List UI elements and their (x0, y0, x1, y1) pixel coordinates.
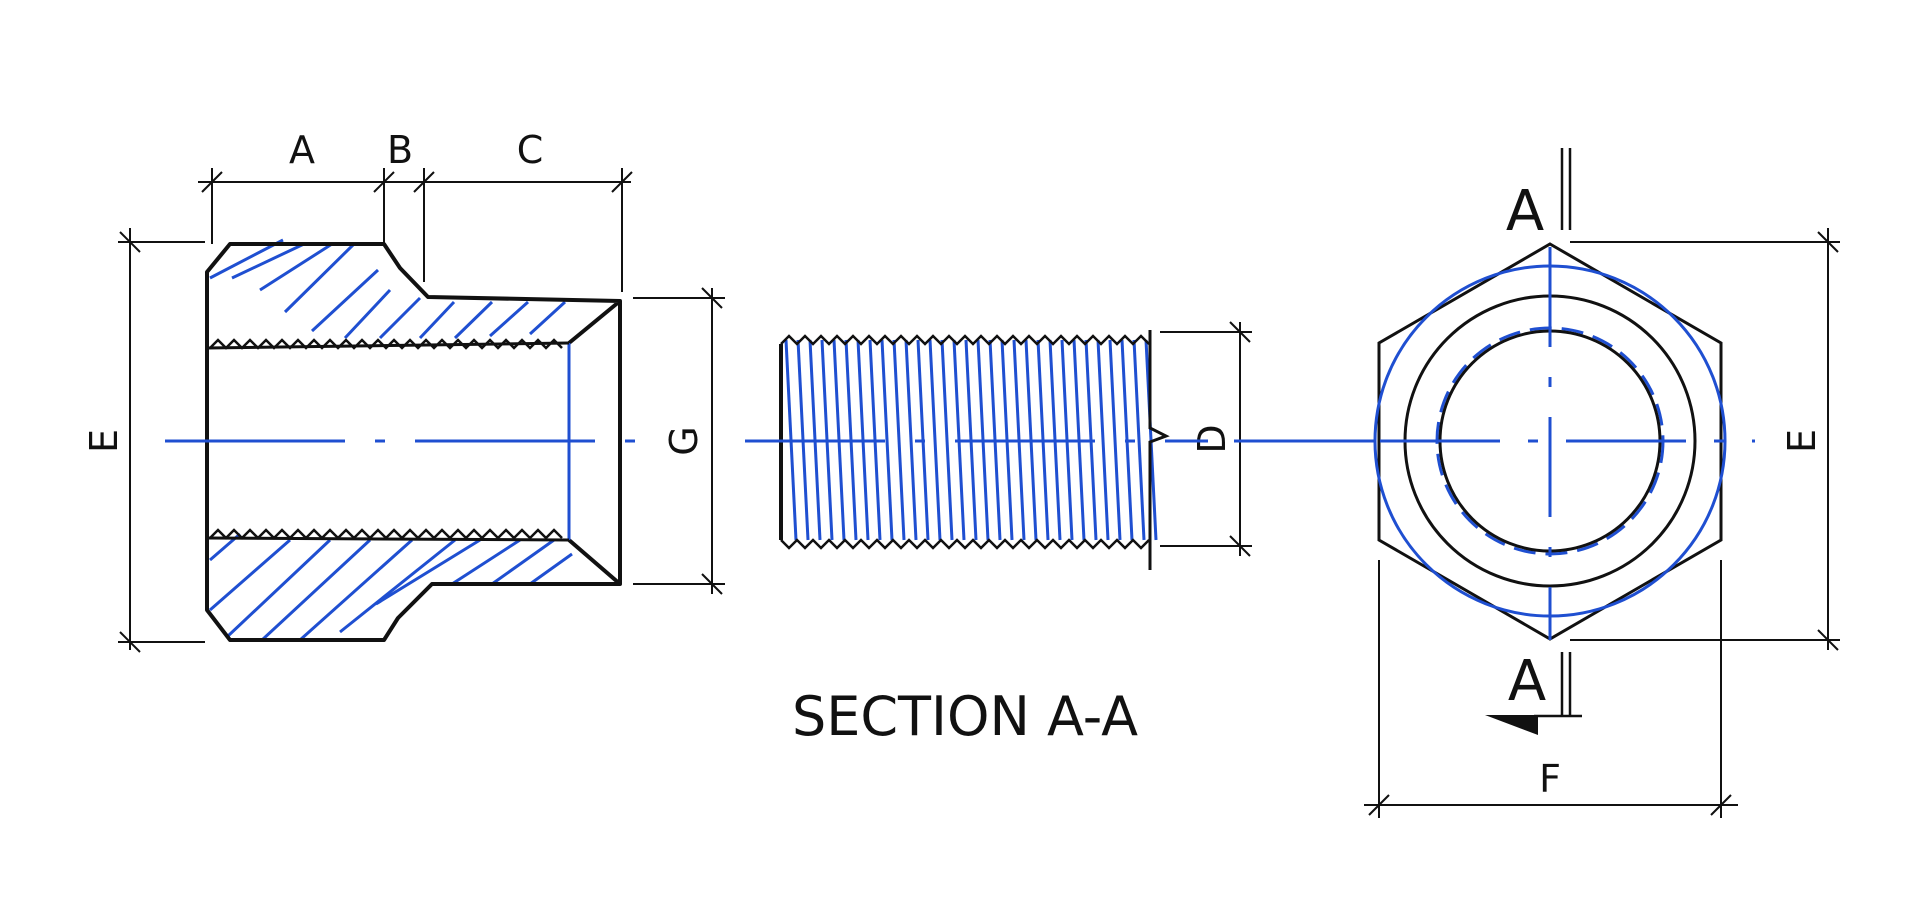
section-caption: SECTION A-A (792, 685, 1138, 748)
bushing-bottom-outline (205, 535, 622, 642)
stud-thread-line (940, 339, 954, 541)
dimension-e-right-label: E (1780, 429, 1824, 453)
bushing-section-view: A B C E G (82, 128, 725, 653)
hatch-line (339, 538, 456, 634)
section-mark-top: A (1506, 179, 1544, 244)
stud-thread-line (892, 339, 906, 541)
hatch-line (283, 242, 356, 314)
dimension-d-label: D (1190, 424, 1234, 453)
dimension-e-right (1570, 228, 1840, 651)
hatch-line (260, 538, 372, 642)
hatch-line (226, 538, 332, 638)
hatch-line (453, 300, 494, 340)
section-mark-bottom: A (1508, 649, 1546, 714)
dimension-g-label: G (662, 426, 706, 455)
dimension-abc (198, 168, 633, 292)
hatch-top (209, 238, 567, 340)
hatch-line (529, 552, 573, 586)
stud-thread-line (1144, 339, 1158, 541)
dimension-b-label: B (387, 128, 413, 172)
dimension-f (1364, 560, 1738, 818)
stud-thread-line (928, 339, 942, 541)
dimension-d (1160, 321, 1252, 557)
section-cut-marks (1534, 148, 1582, 718)
stud-thread-line (904, 339, 918, 541)
hatch-line (209, 238, 284, 280)
stud-break-edge (1148, 330, 1170, 570)
dimension-e-left (118, 228, 205, 653)
hatch-line (231, 242, 305, 280)
stud-thread-line (1132, 339, 1146, 541)
hatch-line (528, 300, 567, 336)
section-view-arrow (1485, 715, 1538, 735)
hatch-line (451, 538, 521, 586)
internal-thread-top (209, 338, 563, 350)
hatch-line (378, 296, 422, 340)
threaded-stud-view: D (745, 321, 1252, 570)
hatch-line (299, 538, 413, 642)
hatch-line (343, 288, 392, 340)
hatch-line (259, 242, 333, 292)
dimension-c-label: C (517, 128, 544, 172)
hatch-line (209, 538, 291, 612)
stud-thread-line (880, 339, 894, 541)
stud-thread-top (780, 334, 1150, 346)
dimension-f-label: F (1539, 757, 1561, 801)
hatch-line (491, 538, 555, 586)
hatch-line (488, 300, 530, 338)
hatch-line (310, 268, 380, 333)
internal-thread-bottom (209, 528, 563, 540)
hatch-line (375, 538, 481, 606)
hatch-line (418, 300, 456, 340)
dimension-g (633, 287, 725, 595)
hatch-bottom (209, 532, 573, 642)
stud-thread-line (1108, 339, 1122, 541)
stud-thread-bottom (780, 538, 1150, 550)
hex-end-view: A A E F (1364, 148, 1840, 818)
dimension-e-left-label: E (82, 429, 126, 453)
bore-line-bottom (206, 536, 570, 542)
bushing-top-outline (205, 242, 622, 345)
stud-thread-line (1096, 339, 1110, 541)
dimension-a-label: A (289, 128, 315, 172)
